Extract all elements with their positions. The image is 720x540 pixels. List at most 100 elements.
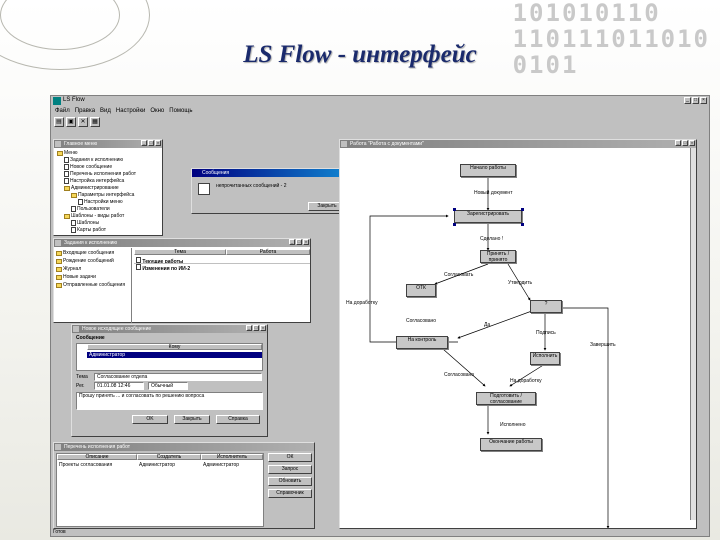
cancel-button[interactable]: Закрыть [174,415,210,424]
tree-item-menu-settings[interactable]: Настройки меню [78,199,123,205]
flow-node-prepare[interactable]: Подготовить / согласование [476,392,536,405]
tree-item-work-maps[interactable]: Карты работ [71,227,106,233]
tree-item-menu[interactable]: Меню [57,150,78,156]
edge-label: Согласовано [444,372,475,378]
edge-label: На доработку [346,300,378,306]
send-button[interactable]: OK [132,415,168,424]
works-list-titlebar[interactable]: Перечень исполнения работ [54,443,314,451]
column-header-description[interactable]: Описание [57,454,137,460]
edge-label: Завершить [590,342,616,348]
tree-item-works-list[interactable]: Перечень исполнения работ [64,171,136,177]
menu-file[interactable]: Файл [55,107,70,114]
tree-item-users[interactable]: Пользователи [71,206,110,212]
save-icon[interactable]: ▣ [66,116,76,127]
messages-titlebar[interactable]: Сообщения × [192,169,348,177]
menu-settings[interactable]: Настройки [115,107,146,114]
flow-node-execute[interactable]: Исполнить [530,352,560,365]
close-button[interactable]: × [155,140,161,146]
task-row[interactable]: Текущие работы [136,257,183,265]
new-message-titlebar[interactable]: Новое исходящее сообщение _□× [72,325,267,333]
messages-text: непрочитанных сообщений - 2 [216,183,287,189]
tree-item-interface-settings[interactable]: Настройка интерфейса [64,178,124,184]
tree-item-templates[interactable]: Шаблоны [71,220,99,226]
flow-titlebar[interactable]: Работа "Работа с документами" _□× [340,140,696,148]
column-header-to[interactable]: Кому [87,344,262,350]
close-button[interactable]: × [700,97,707,104]
properties-icon[interactable]: ▦ [90,116,100,127]
flow-node-control[interactable]: На контроль [396,336,448,349]
minimize-button[interactable]: _ [675,140,681,146]
tree-item-interface-params[interactable]: Параметры интерфейса [71,192,134,198]
refresh-button[interactable]: Обновить [268,477,312,486]
menu-edit[interactable]: Правка [74,107,96,114]
works-cell-creator[interactable]: Администратор [139,462,176,468]
message-body-field[interactable]: Прошу принять ... и согласовать по решен… [76,392,263,410]
flow-node-end[interactable]: Окончание работы [480,438,542,451]
maximize-button[interactable]: □ [682,140,688,146]
priority-select[interactable]: Обычный [148,382,188,390]
help-button[interactable]: Справка [216,415,260,424]
reference-button[interactable]: Справочник [268,489,312,498]
selection-handle[interactable] [453,223,456,226]
minimize-button[interactable]: _ [141,140,147,146]
folder-journal[interactable]: Журнал [56,266,81,272]
tab-message[interactable]: Сообщение [76,335,105,341]
close-button[interactable]: × [260,325,266,331]
tree-item-work-templates[interactable]: Шаблоны - виды работ [64,213,124,219]
tree-item-label: Настройки меню [84,199,123,205]
minimize-button[interactable]: _ [246,325,252,331]
tree-item-tasks[interactable]: Задания к исполнению [64,157,123,163]
maximize-button[interactable]: □ [148,140,154,146]
menu-help[interactable]: Помощь [169,107,193,114]
selection-handle[interactable] [521,223,524,226]
folder-sent[interactable]: Отправленные сообщения [56,282,125,288]
column-header-creator[interactable]: Создатель [137,454,201,460]
tree-item-label: Новое сообщение [70,164,113,170]
edge-label: Да [484,322,491,328]
column-header-executor[interactable]: Исполнитель [201,454,263,460]
works-cell-executor[interactable]: Администратор [203,462,240,468]
flow-node-start[interactable]: Начало работы [460,164,516,177]
column-header-work[interactable]: Работа [226,249,310,255]
subject-field[interactable]: Согласование отдела [94,373,262,381]
flow-node-register[interactable]: Зарегистрировать [454,210,522,223]
flow-node-otk[interactable]: ОТК [406,284,436,297]
flow-node-accept[interactable]: Принять / принято [480,250,516,263]
vertical-scrollbar[interactable] [690,148,696,520]
folder-new-tasks[interactable]: Новые задачи [56,274,96,280]
close-button[interactable]: × [689,140,695,146]
delete-icon[interactable]: ✕ [78,116,88,127]
main-menu-titlebar[interactable]: Главное меню _□× [54,140,162,148]
app-title: LS Flow [63,97,85,103]
tree-item-label: Шаблоны [77,220,100,226]
flow-node-decision[interactable]: ? [530,300,562,313]
column-header-subject[interactable]: Тема [134,249,226,255]
selection-handle[interactable] [453,208,456,211]
task-icon [136,264,141,270]
recipient-row[interactable]: Администратор [87,352,262,358]
menu-window[interactable]: Окно [150,107,165,114]
folder-drafts[interactable]: Рождение сообщений [56,258,114,264]
flow-node-label: ? [544,301,548,307]
folder-inbox[interactable]: Входящие сообщения [56,250,114,256]
task-row[interactable]: Изменения по ИИ-2 [136,264,190,272]
tasks-titlebar[interactable]: Задания к исполнению _□× [54,239,310,247]
tree-item-new-message[interactable]: Новое сообщение [64,164,112,170]
menu-view[interactable]: Вид [100,107,111,114]
minimize-button[interactable]: _ [289,239,295,245]
document-icon [71,206,76,212]
ok-button[interactable]: ОК [268,453,312,462]
new-icon[interactable]: ▤ [54,116,64,127]
request-button[interactable]: Запрос [268,465,312,474]
date-field[interactable]: 01.01.08 12:46 [94,382,144,390]
minimize-button[interactable]: _ [684,97,691,104]
maximize-button[interactable]: □ [253,325,259,331]
selection-handle[interactable] [521,208,524,211]
tree-item-administration[interactable]: Администрирование [64,185,119,191]
close-button[interactable]: × [303,239,309,245]
edge-label: На доработку [510,378,542,384]
works-cell-description[interactable]: Проекты согласования [59,462,113,468]
maximize-button[interactable]: □ [692,97,699,104]
date-label: Рег. [76,383,85,389]
maximize-button[interactable]: □ [296,239,302,245]
